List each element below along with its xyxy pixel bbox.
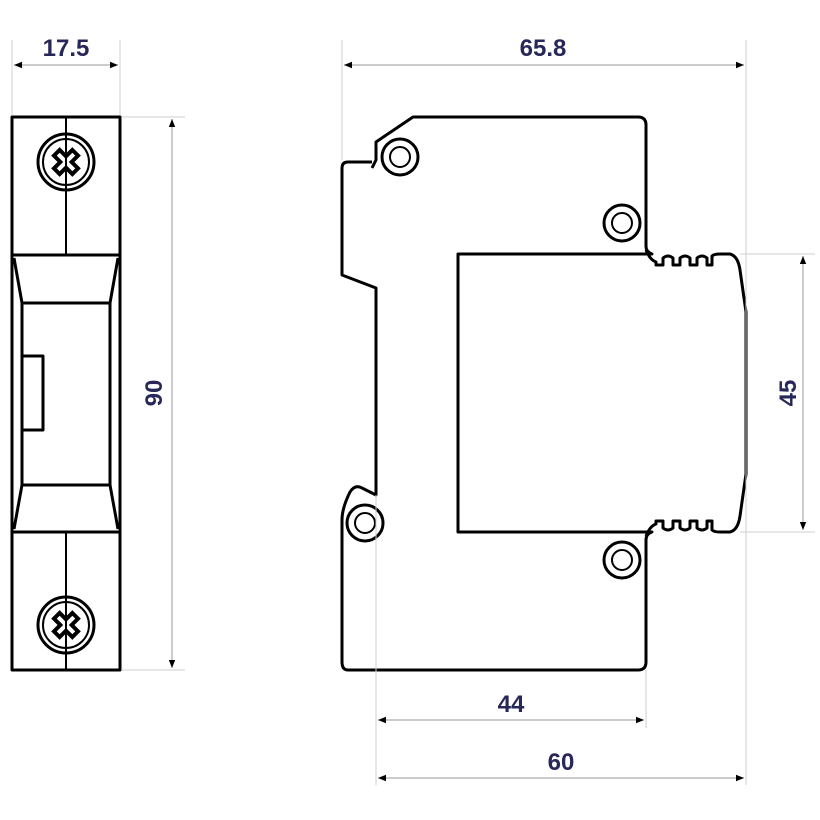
mounting-hole-icon bbox=[345, 503, 385, 543]
front-dimensions bbox=[11, 40, 185, 671]
front-view bbox=[10, 115, 122, 672]
height-dimension-label: 90 bbox=[141, 380, 168, 407]
side-dimensions bbox=[341, 40, 815, 785]
overall-depth-label: 65.8 bbox=[520, 35, 567, 62]
module-height-label: 45 bbox=[775, 380, 802, 407]
mounting-hole-icon bbox=[602, 540, 642, 580]
indicator-window bbox=[20, 354, 45, 432]
width-dimension-label: 17.5 bbox=[43, 35, 90, 62]
inner-depth-label: 44 bbox=[498, 691, 525, 718]
side-view bbox=[340, 115, 748, 672]
mounting-hole-icon bbox=[380, 137, 420, 177]
side-body-outline bbox=[340, 115, 654, 672]
rail-depth-label: 60 bbox=[548, 749, 575, 776]
mounting-hole-icon bbox=[602, 203, 642, 243]
